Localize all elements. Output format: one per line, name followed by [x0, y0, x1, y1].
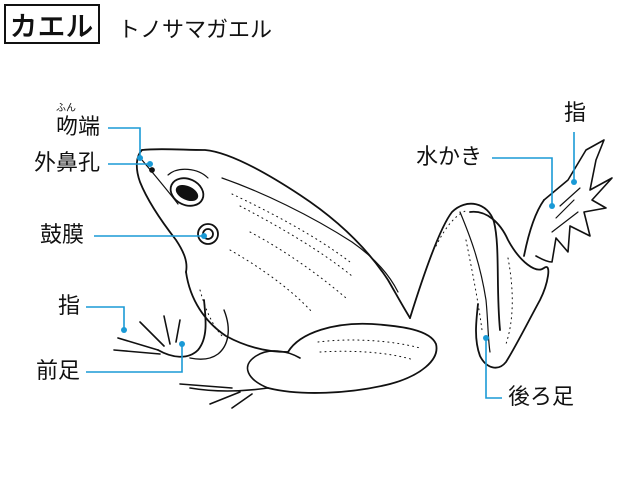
web-dot: [549, 203, 555, 209]
front-leg-leader: [86, 344, 182, 372]
eye-pupil: [174, 183, 199, 203]
thigh-outline: [268, 324, 437, 393]
snout-reading: ふん: [56, 104, 76, 114]
snout-leader: [108, 128, 140, 158]
front-leg-dot: [179, 341, 185, 347]
label-nostril: 外鼻孔: [34, 153, 100, 175]
web-leader: [492, 158, 552, 206]
label-toe: 指: [564, 103, 586, 125]
hind-foot: [524, 200, 544, 256]
snout-dot: [137, 155, 143, 161]
leader-dots: [121, 155, 577, 347]
hind-leg-dot: [483, 335, 489, 341]
skin-stipple: [200, 194, 512, 360]
eardrum-outline: [198, 224, 218, 244]
eardrum-dot: [201, 233, 207, 239]
shin-outline: [247, 351, 300, 388]
frog-illustration: [114, 140, 612, 408]
finger-leader: [86, 307, 124, 330]
label-eardrum: 鼓膜: [40, 225, 84, 247]
label-snout: 吻端: [56, 117, 100, 139]
frog-belly-outline: [186, 272, 288, 352]
label-front-leg: 前足: [36, 361, 80, 383]
frog-back-outline: [142, 149, 410, 318]
nostril-leader-dot: [147, 161, 153, 167]
frog-head-outline: [137, 150, 187, 272]
label-finger: 指: [58, 296, 80, 318]
extended-shin: [470, 212, 548, 368]
finger-dot: [121, 327, 127, 333]
frog-dorsal-ridge: [222, 178, 398, 292]
tucked-foot: [180, 384, 268, 408]
toe-dot: [571, 179, 577, 185]
label-web: 水かき: [416, 147, 482, 169]
label-hind-leg: 後ろ足: [508, 387, 574, 409]
leader-lines: [86, 128, 574, 398]
